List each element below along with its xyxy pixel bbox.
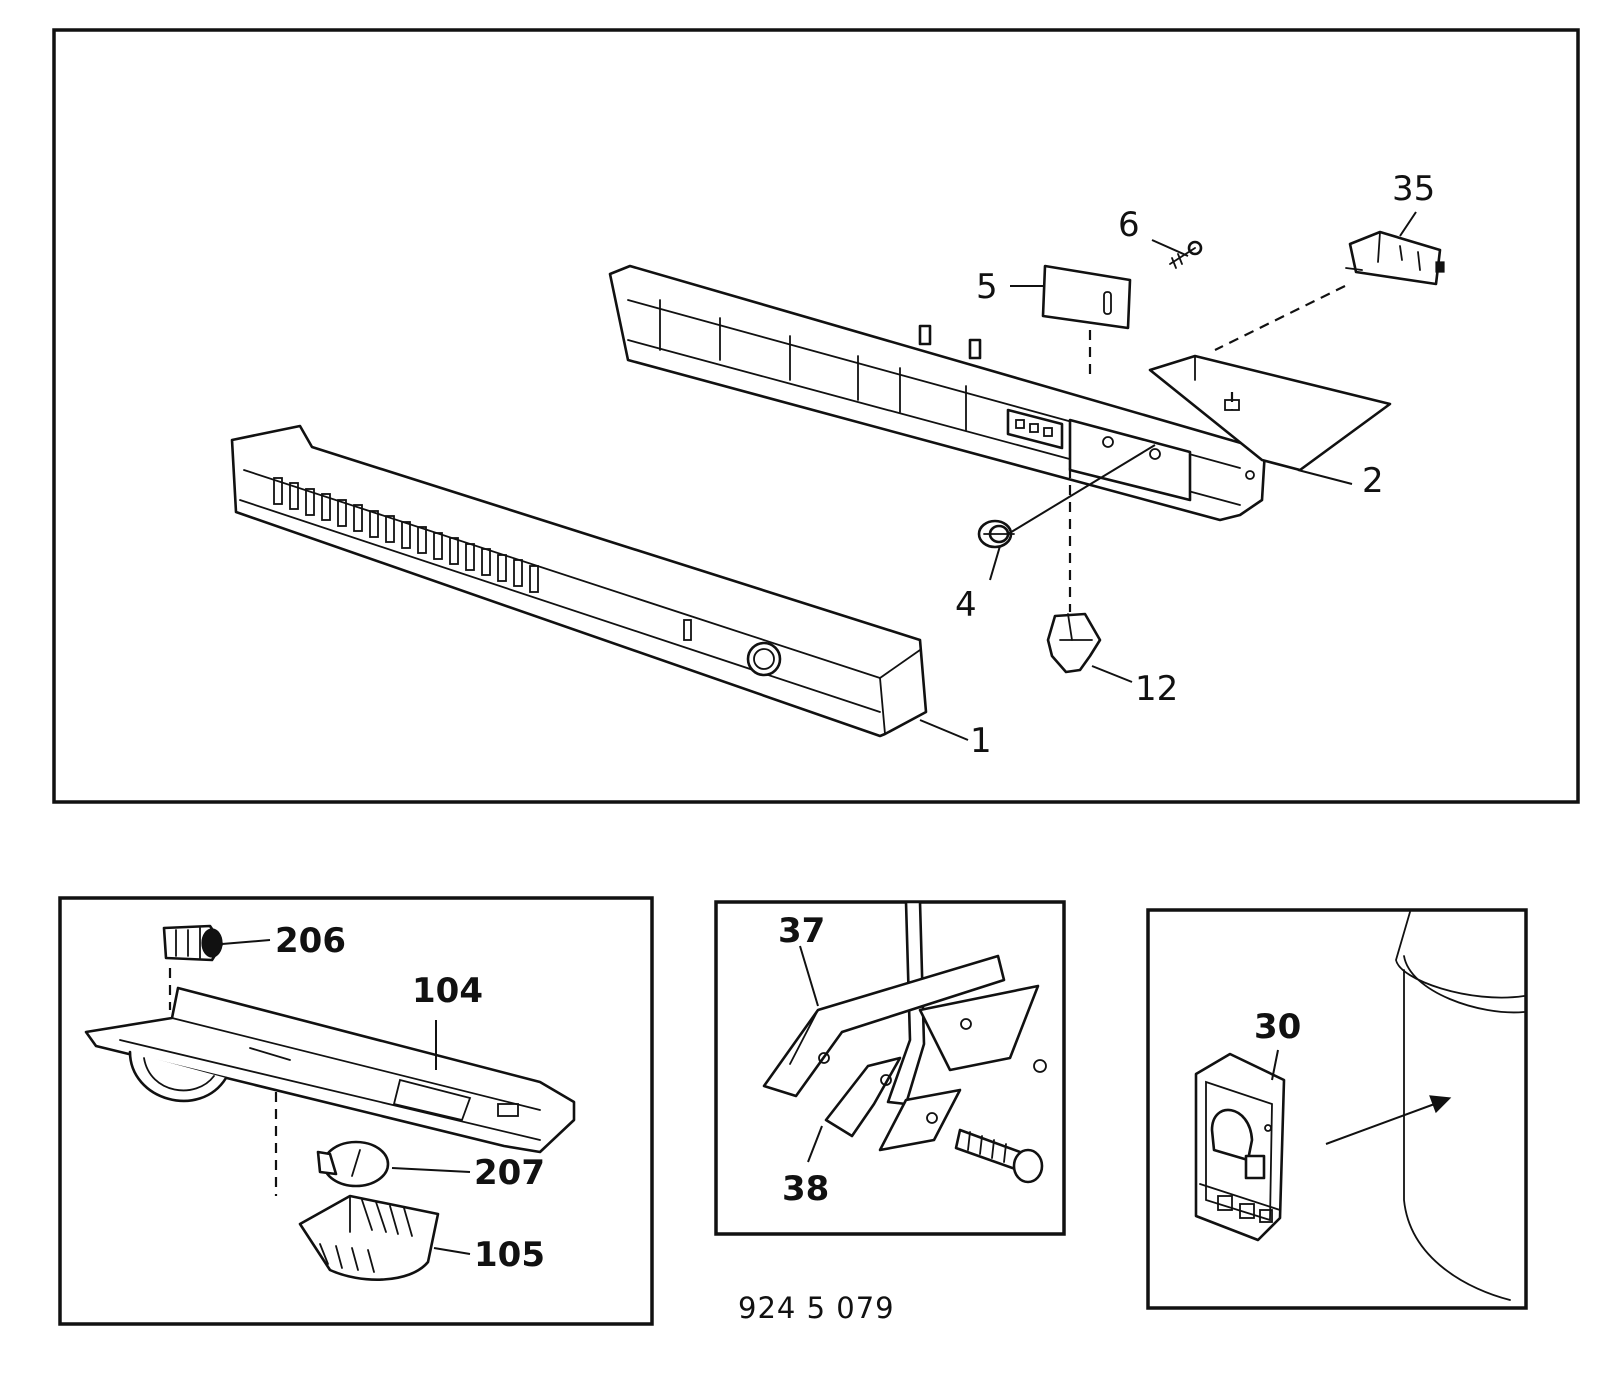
callout-5: 5 — [976, 267, 998, 307]
lamp-panel-frame — [58, 896, 654, 1326]
switch-component — [1345, 230, 1445, 286]
cover-small-slot — [683, 619, 692, 641]
lower-plate-38 — [824, 1056, 962, 1152]
mount-arrow — [1325, 1095, 1452, 1145]
lamp-holder — [1046, 612, 1102, 674]
diffuser-105 — [298, 1194, 440, 1281]
cover-plate — [1041, 264, 1132, 330]
lamp-bracket — [84, 986, 576, 1154]
vent-slots — [273, 477, 539, 593]
callout-38: 38 — [782, 1169, 829, 1209]
callout-30: 30 — [1254, 1007, 1301, 1047]
callout-2: 2 — [1362, 461, 1384, 501]
callout-105: 105 — [474, 1235, 545, 1275]
front-cover-bar — [230, 424, 928, 738]
starter-206 — [162, 924, 224, 962]
callout-37: 37 — [778, 911, 825, 951]
document-number: 924 5 079 — [738, 1291, 895, 1325]
screw — [1169, 240, 1203, 269]
bulb-207 — [316, 1140, 390, 1188]
callout-6: 6 — [1118, 205, 1140, 245]
callout-1: 1 — [970, 721, 992, 761]
mounting-screw — [954, 1128, 1044, 1184]
cover-round-hole — [746, 641, 782, 677]
callout-207: 207 — [474, 1153, 545, 1193]
lamp-panel: 206 104 207 105 — [58, 896, 654, 1326]
compressor-dome — [1395, 911, 1525, 1301]
bracket-panel-frame — [714, 900, 1066, 1236]
callout-104: 104 — [412, 971, 483, 1011]
main-panel: 1 2 4 5 6 12 35 — [52, 28, 1580, 804]
callout-12: 12 — [1135, 669, 1178, 709]
chassis-connector — [1006, 408, 1064, 450]
control-chassis — [608, 264, 1392, 522]
main-panel-frame — [52, 28, 1580, 804]
callout-4: 4 — [955, 585, 977, 625]
bracket-panel: 37 38 — [714, 900, 1066, 1236]
callout-35: 35 — [1392, 169, 1435, 209]
callout-206: 206 — [275, 921, 346, 961]
relay-panel-frame — [1146, 908, 1528, 1310]
angle-bracket-37 — [762, 954, 1047, 1098]
relay-panel: 30 — [1146, 908, 1528, 1310]
relay-30 — [1194, 1052, 1286, 1242]
